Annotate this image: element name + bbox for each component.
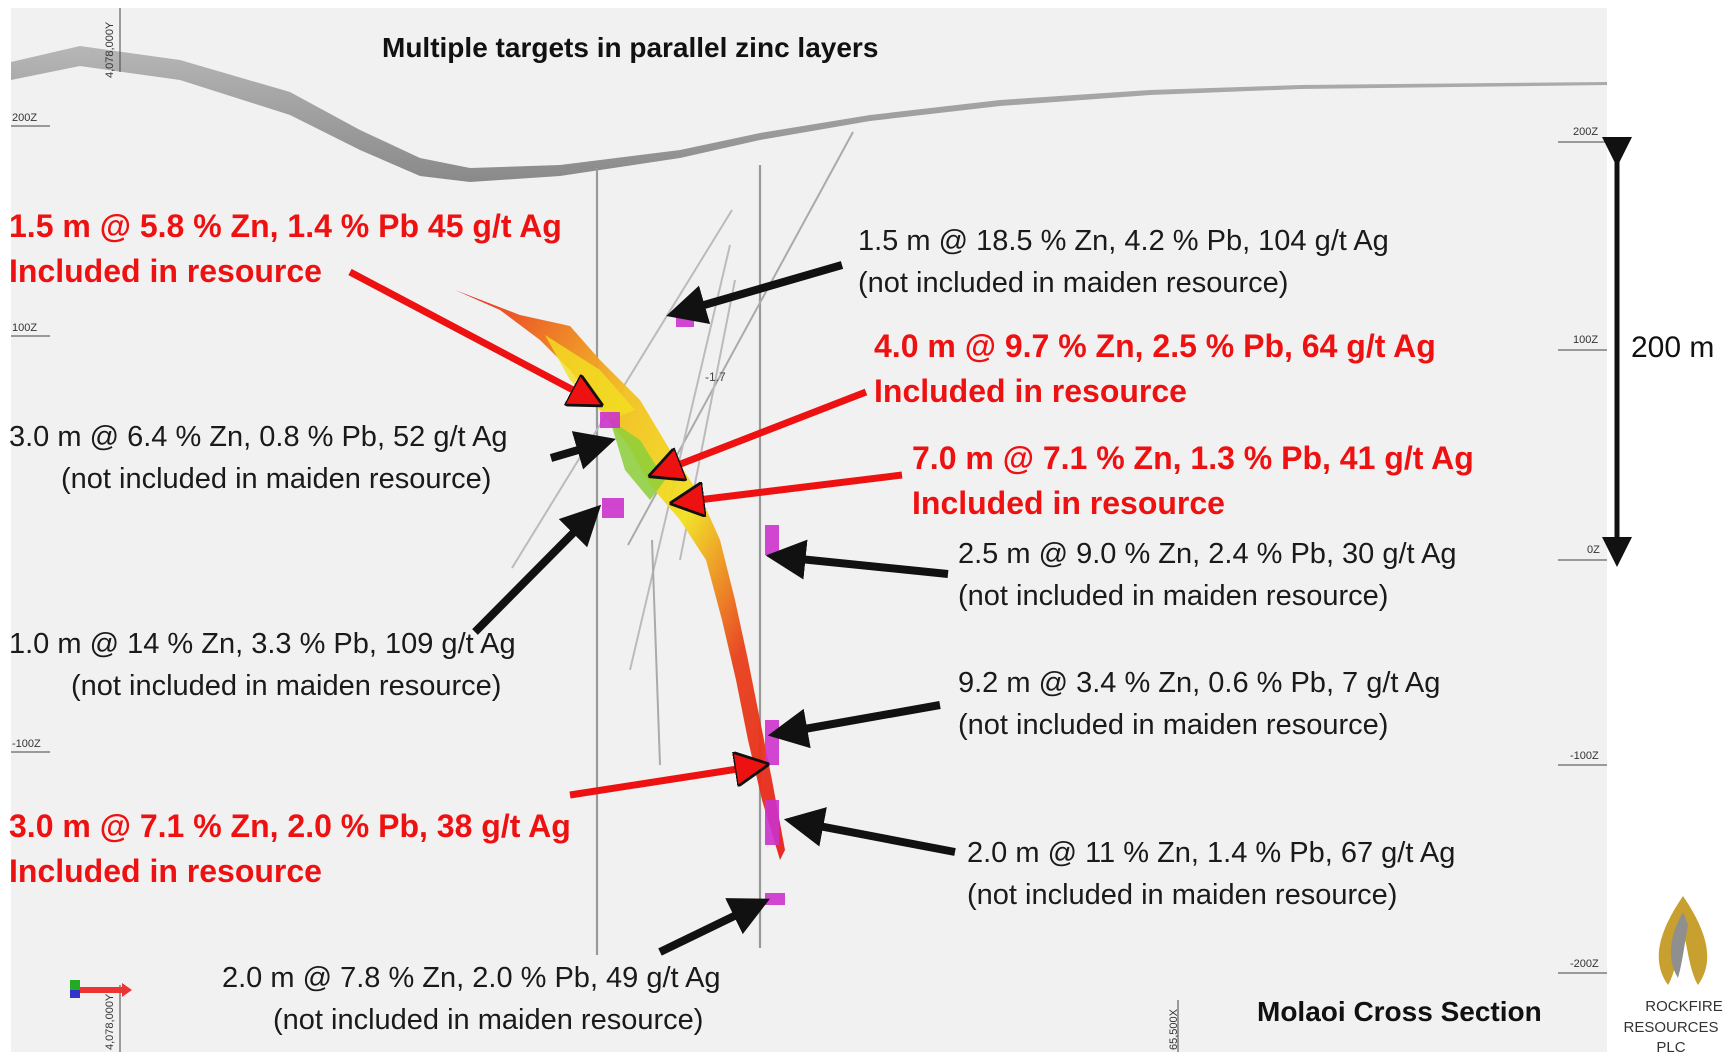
left-level-200: 200Z bbox=[12, 112, 38, 124]
intercept-10-grade: 2.0 m @ 11 % Zn, 1.4 % Pb, 67 g/t Ag bbox=[967, 837, 1456, 869]
right-level-m100: -100Z bbox=[1570, 750, 1599, 762]
company-logo bbox=[1658, 896, 1708, 985]
depth-marker-text: -1.7 bbox=[705, 370, 726, 384]
arrow-i10 bbox=[783, 807, 956, 856]
right-level-0: 0Z bbox=[1587, 544, 1600, 556]
right-level-200: 200Z bbox=[1573, 126, 1599, 138]
arrow-i2 bbox=[666, 261, 844, 325]
bottom-coordinate: 4,078,000Y bbox=[104, 993, 116, 1050]
intercept-6-status: (not included in maiden resource) bbox=[958, 580, 1389, 612]
intercept-1-status: Included in resource bbox=[9, 253, 322, 289]
scale-bar-label: 200 m bbox=[1631, 331, 1715, 364]
intercept-3-grade: 4.0 m @ 9.7 % Zn, 2.5 % Pb, 64 g/t Ag bbox=[874, 328, 1436, 364]
arrow-i5 bbox=[682, 471, 903, 502]
terrain-surface bbox=[11, 46, 1607, 182]
arrow-i6 bbox=[765, 539, 949, 580]
intercept-11-status: (not included in maiden resource) bbox=[273, 1004, 704, 1036]
ore-body bbox=[455, 290, 785, 860]
right-level-m200: -200Z bbox=[1570, 958, 1599, 970]
axis-gizmo bbox=[70, 980, 132, 998]
arrow-i4 bbox=[549, 431, 616, 470]
intercept-6-grade: 2.5 m @ 9.0 % Zn, 2.4 % Pb, 30 g/t Ag bbox=[958, 538, 1457, 570]
left-level-m100: -100Z bbox=[12, 738, 41, 750]
intercept-10-status: (not included in maiden resource) bbox=[967, 879, 1398, 911]
company-name-line1: ROCKFIRE bbox=[1645, 998, 1723, 1015]
drillhole-7 bbox=[651, 539, 661, 766]
intercept-11-grade: 2.0 m @ 7.8 % Zn, 2.0 % Pb, 49 g/t Ag bbox=[222, 962, 721, 994]
callout-arrows bbox=[348, 261, 956, 956]
arrow-i8 bbox=[767, 701, 941, 749]
arrow-i11 bbox=[658, 898, 770, 956]
section-title: Molaoi Cross Section bbox=[1257, 996, 1542, 1027]
arrow-i7 bbox=[472, 504, 602, 635]
intercept-5-grade: 7.0 m @ 7.1 % Zn, 1.3 % Pb, 41 g/t Ag bbox=[912, 440, 1474, 476]
intercept-9-grade: 3.0 m @ 7.1 % Zn, 2.0 % Pb, 38 g/t Ag bbox=[9, 808, 571, 844]
intercept-8-grade: 9.2 m @ 3.4 % Zn, 0.6 % Pb, 7 g/t Ag bbox=[958, 667, 1441, 699]
arrow-i3 bbox=[660, 388, 868, 472]
right-level-100: 100Z bbox=[1573, 334, 1599, 346]
intercept-8-status: (not included in maiden resource) bbox=[958, 709, 1389, 741]
left-level-100: 100Z bbox=[12, 322, 38, 334]
intercept-2-grade: 1.5 m @ 18.5 % Zn, 4.2 % Pb, 104 g/t Ag bbox=[858, 225, 1389, 257]
intercept-2-status: (not included in maiden resource) bbox=[858, 267, 1289, 299]
east-coordinate: 65,500X bbox=[1168, 1009, 1180, 1050]
arrow-i9 bbox=[569, 766, 757, 799]
intercept-9-status: Included in resource bbox=[9, 853, 322, 889]
intercept-4-status: (not included in maiden resource) bbox=[61, 463, 492, 495]
intercept-4-grade: 3.0 m @ 6.4 % Zn, 0.8 % Pb, 52 g/t Ag bbox=[9, 421, 508, 453]
intercept-5-status: Included in resource bbox=[912, 485, 1225, 521]
arrow-i1 bbox=[348, 268, 592, 400]
top-coordinate: 4,078,000Y bbox=[104, 21, 116, 78]
ore-zone-yellow bbox=[545, 335, 635, 420]
intercept-7-status: (not included in maiden resource) bbox=[71, 670, 502, 702]
figure-title: Multiple targets in parallel zinc layers bbox=[382, 32, 879, 63]
intercept-1-grade: 1.5 m @ 5.8 % Zn, 1.4 % Pb 45 g/t Ag bbox=[9, 208, 562, 244]
section-panel bbox=[11, 8, 1607, 1052]
company-name-line2: RESOURCES PLC bbox=[1623, 1019, 1719, 1056]
intercept-3-status: Included in resource bbox=[874, 373, 1187, 409]
intercept-7-grade: 1.0 m @ 14 % Zn, 3.3 % Pb, 109 g/t Ag bbox=[9, 628, 516, 660]
